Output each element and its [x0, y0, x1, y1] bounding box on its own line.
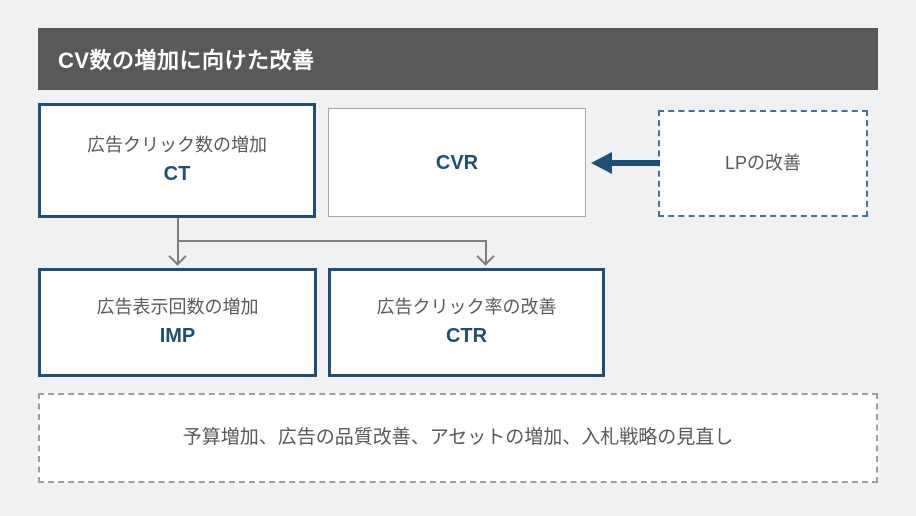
node-lp-improvement: LPの改善 [658, 110, 868, 217]
arrow-down-icon [168, 247, 187, 266]
arrow-left-icon [591, 152, 612, 174]
node-imp-label: 広告表示回数の増加 [96, 297, 259, 317]
node-imp-impressions-increase: 広告表示回数の増加 IMP [38, 268, 317, 377]
page-title: CV数の増加に向けた改善 [58, 48, 315, 73]
diagram-title-bar: CV数の増加に向けた改善 [38, 28, 878, 90]
node-ctr-click-rate-improvement: 広告クリック率の改善 CTR [328, 268, 605, 377]
node-cvr-metric: CVR [435, 151, 479, 174]
node-imp-metric: IMP [159, 325, 196, 347]
strategy-text: 予算増加、広告の品質改善、アセットの増加、入札戦略の見直し [182, 426, 734, 448]
arrow-down-icon [476, 247, 495, 266]
node-ct-metric: CT [163, 163, 191, 185]
node-lp-label: LPの改善 [724, 153, 802, 173]
node-strategy-list: 予算増加、広告の品質改善、アセットの増加、入札戦略の見直し [38, 393, 878, 483]
node-cvr: CVR [328, 108, 586, 217]
node-ct-label: 広告クリック数の増加 [87, 135, 267, 155]
node-ctr-label: 広告クリック率の改善 [376, 297, 557, 317]
node-ctr-metric: CTR [445, 325, 488, 347]
node-ct-click-increase: 広告クリック数の増加 CT [38, 103, 316, 218]
arrow-left-icon [611, 160, 660, 166]
connector-ct-branch [177, 240, 487, 242]
connector-ct-to-ctr [485, 240, 487, 264]
